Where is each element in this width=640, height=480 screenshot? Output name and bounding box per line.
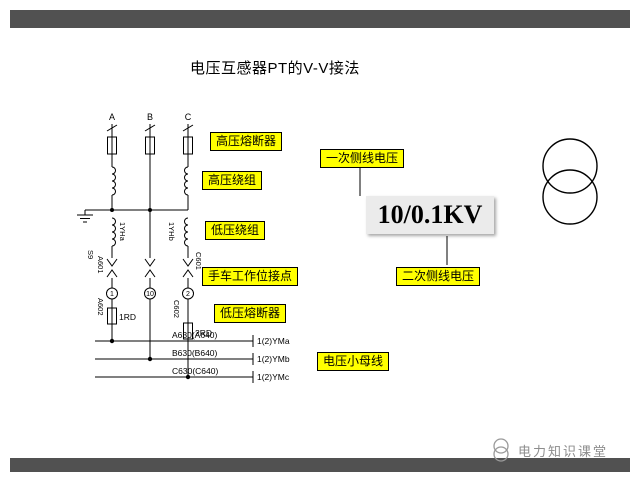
junction-dots: [109, 208, 191, 380]
hv-fuse-c: [183, 136, 193, 155]
lv-winding-c: [184, 217, 189, 247]
label-secondary-line-voltage: 二次侧线电压: [396, 267, 481, 286]
hv-winding-c: [184, 166, 189, 196]
pt-symbol-icon: [542, 138, 598, 225]
label-voltage-bus: 电压小母线: [317, 352, 390, 371]
fuse-label-1rd: 1RD: [119, 312, 136, 322]
label-handcart-contact: 手车工作位接点: [202, 267, 299, 286]
bus-wire-label-a: A630(A640): [172, 330, 218, 340]
aux-label-c601: C601: [194, 252, 203, 270]
pt-label-1yhb: 1YHb: [167, 222, 176, 241]
hv-winding-a: [111, 166, 116, 196]
fuse-label-2rd: 2RD: [195, 328, 212, 338]
aux-label-s9: S9: [86, 250, 95, 259]
pt-label-1yha: 1YHa: [118, 222, 127, 242]
hv-fuse-a: [107, 136, 117, 155]
lv-winding-a: [111, 217, 116, 247]
aux-label-a602: A602: [96, 298, 105, 316]
circuit-text-labels: A B C 1YHa 1YHb S9 A601 C601 A602 C602 1…: [86, 112, 290, 382]
node-circles: [106, 287, 194, 300]
lv-fuse-1rd: [107, 307, 117, 325]
ground-symbol: [77, 210, 93, 223]
circuit-conductors: [77, 124, 448, 383]
hv-fuse-b: [145, 136, 155, 155]
label-lv-winding: 低压绕组: [205, 221, 266, 240]
bus-wire-label-c: C630(C640): [172, 366, 218, 376]
handcart-contact-b: [144, 258, 156, 278]
label-lv-fuse: 低压熔断器: [214, 304, 287, 323]
handcart-contact-a: [106, 258, 118, 278]
fuse-symbols: [107, 136, 193, 340]
handcart-contact-c: [182, 258, 194, 278]
phase-label-b: B: [147, 112, 153, 122]
node-circle-2: [182, 287, 194, 300]
phase-label-a: A: [109, 112, 115, 122]
bottom-border-bar: [10, 458, 630, 472]
voltage-ratio-panel: 10/0.1KV: [366, 196, 494, 234]
aux-label-a601: A601: [96, 256, 105, 274]
phase-label-c: C: [185, 112, 192, 122]
bus-terminal-label-a: 1(2)YMa: [257, 336, 290, 346]
label-primary-line-voltage: 一次侧线电压: [320, 149, 405, 168]
node-circle-1: [106, 287, 118, 300]
node-number-2: 2: [186, 291, 190, 298]
brand-text: 电力知识课堂: [518, 443, 609, 459]
page-title: 电压互感器PT的V-V接法: [190, 60, 360, 77]
voltage-ratio-text: 10/0.1KV: [377, 200, 483, 229]
bus-wire-label-b: B630(B640): [172, 348, 218, 358]
label-hv-fuse: 高压熔断器: [210, 132, 283, 151]
aux-label-c602: C602: [172, 300, 181, 318]
lv-fuse-2rd: [183, 322, 193, 340]
bus-terminal-label-c: 1(2)YMc: [257, 372, 290, 382]
node-number-1: 1: [110, 291, 114, 298]
node-circle-10: [144, 287, 156, 300]
node-number-10: 10: [146, 291, 154, 298]
footer-brand: 电力知识课堂: [490, 437, 608, 463]
bus-lines: [95, 340, 253, 378]
top-border-bar: [10, 10, 630, 28]
bus-terminal-label-b: 1(2)YMb: [257, 354, 290, 364]
brand-logo-icon: [493, 438, 509, 462]
label-hv-winding: 高压绕组: [202, 171, 263, 190]
